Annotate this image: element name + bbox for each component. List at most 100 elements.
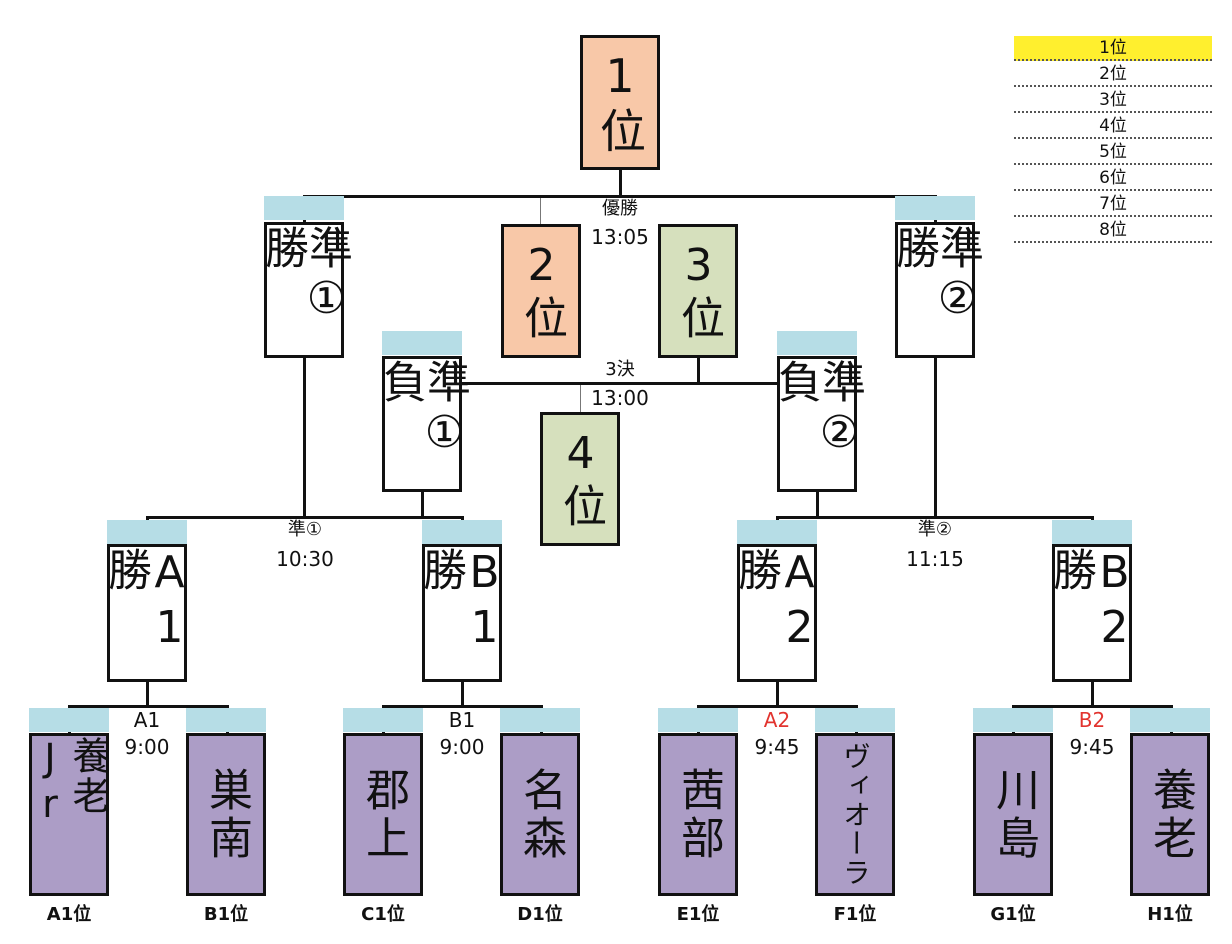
seed-label: G1位 xyxy=(990,904,1036,925)
first-place-box: 1位 xyxy=(580,35,660,170)
legend-row: 1位 xyxy=(1014,36,1212,61)
match-time-semi1: 10:30 xyxy=(276,547,334,571)
match-time-b2: 9:45 xyxy=(1069,735,1115,759)
match-time-a2: 9:45 xyxy=(754,735,800,759)
legend-row: 8位 xyxy=(1014,218,1212,243)
match-time-semi2: 11:15 xyxy=(906,547,964,571)
team-box: 巣南 xyxy=(186,733,266,896)
b2-winner-box: B2勝 xyxy=(1045,544,1140,682)
box-cap xyxy=(107,520,187,544)
bracket-line xyxy=(697,705,858,708)
team-box: 川島 xyxy=(973,733,1053,896)
bracket-line xyxy=(382,705,543,708)
bracket-line xyxy=(461,681,464,707)
team-box: 養老Jr xyxy=(28,733,110,896)
box-cap xyxy=(186,708,266,732)
third-place-label: 3位 xyxy=(673,239,724,343)
bracket-line xyxy=(540,198,541,224)
team-box: 郡上 xyxy=(343,733,423,896)
semi1-winner-box: 準①勝 xyxy=(257,222,352,358)
box-cap xyxy=(264,196,344,220)
b1-winner-label: B1勝 xyxy=(415,547,510,657)
team-name: 郡上 xyxy=(358,766,409,863)
semi1-loser-box: 準①負 xyxy=(375,356,470,492)
box-cap xyxy=(777,331,857,355)
second-place-label: 2位 xyxy=(516,239,567,343)
team-box: 茜部 xyxy=(658,733,738,896)
team-name: 養老Jr xyxy=(28,736,110,828)
semi2-loser-label: 準②負 xyxy=(770,359,865,462)
legend-row: 5位 xyxy=(1014,140,1212,165)
team-box: 養老 xyxy=(1130,733,1210,896)
box-cap xyxy=(1052,520,1132,544)
fourth-place-box: 4位 xyxy=(540,412,620,546)
team-name: ヴィオーラ xyxy=(839,742,872,887)
team-name: 巣南 xyxy=(201,766,252,863)
team-box: ヴィオーラ xyxy=(815,733,895,896)
box-cap xyxy=(658,708,738,732)
a1-winner-label: A1勝 xyxy=(100,547,195,657)
team-name: 養老 xyxy=(1145,766,1196,863)
legend-row: 7位 xyxy=(1014,192,1212,217)
bracket-line xyxy=(1091,681,1094,707)
bracket-line xyxy=(303,195,937,198)
fourth-place-label: 4位 xyxy=(555,427,606,531)
match-name-a1: A1 xyxy=(133,708,161,732)
match-time-final: 13:05 xyxy=(591,225,649,249)
semi1-loser-label: 準①負 xyxy=(375,359,470,462)
box-cap xyxy=(737,520,817,544)
seed-label: H1位 xyxy=(1147,904,1193,925)
match-name-third-place: 3決 xyxy=(605,359,635,380)
seed-label: F1位 xyxy=(833,904,877,925)
team-name: 川島 xyxy=(988,766,1039,863)
semi1-winner-label: 準①勝 xyxy=(257,225,352,328)
legend-row: 2位 xyxy=(1014,62,1212,87)
legend-row: 6位 xyxy=(1014,166,1212,191)
seed-label: D1位 xyxy=(517,904,563,925)
b1-winner-box: B1勝 xyxy=(415,544,510,682)
bracket-line xyxy=(146,681,149,707)
seed-label: E1位 xyxy=(676,904,720,925)
match-name-b2: B2 xyxy=(1078,708,1106,732)
bracket-line xyxy=(580,385,581,412)
box-cap xyxy=(29,708,109,732)
match-time-b1: 9:00 xyxy=(439,735,485,759)
match-name-b1: B1 xyxy=(448,708,476,732)
semi2-winner-label: 準②勝 xyxy=(888,225,983,328)
box-cap xyxy=(382,331,462,355)
match-time-a1: 9:00 xyxy=(124,735,170,759)
a1-winner-box: A1勝 xyxy=(100,544,195,682)
box-cap xyxy=(895,196,975,220)
seed-label: B1位 xyxy=(203,904,249,925)
legend-row: 4位 xyxy=(1014,114,1212,139)
seed-label: C1位 xyxy=(361,904,405,925)
legend-row: 3位 xyxy=(1014,88,1212,113)
box-cap xyxy=(1130,708,1210,732)
bracket-line xyxy=(776,681,779,707)
bracket-line xyxy=(421,492,424,518)
box-cap xyxy=(343,708,423,732)
semi2-winner-box: 準②勝 xyxy=(888,222,983,358)
box-cap xyxy=(973,708,1053,732)
b2-winner-label: B2勝 xyxy=(1045,547,1140,657)
bracket-line xyxy=(619,170,622,198)
match-name-semi2: 準② xyxy=(917,519,953,540)
bracket-line xyxy=(303,358,306,518)
match-time-third-place: 13:00 xyxy=(591,386,649,410)
a2-winner-box: A2勝 xyxy=(730,544,825,682)
bracket-line xyxy=(697,357,700,385)
team-box: 名森 xyxy=(500,733,580,896)
bracket-line xyxy=(1012,705,1173,708)
bracket-line xyxy=(934,358,937,518)
box-cap xyxy=(500,708,580,732)
third-place-box: 3位 xyxy=(658,224,738,358)
bracket-line xyxy=(816,492,819,518)
bracket-line xyxy=(776,516,1094,519)
a2-winner-label: A2勝 xyxy=(730,547,825,657)
bracket-line xyxy=(462,382,780,385)
semi2-loser-box: 準②負 xyxy=(770,356,865,492)
second-place-box: 2位 xyxy=(501,224,581,358)
match-name-a2: A2 xyxy=(763,708,791,732)
team-name: 名森 xyxy=(515,766,566,863)
match-name-final: 優勝 xyxy=(602,198,638,219)
